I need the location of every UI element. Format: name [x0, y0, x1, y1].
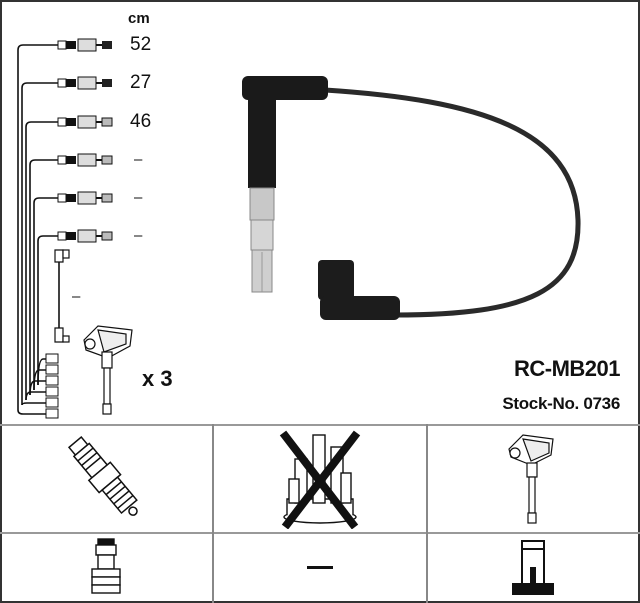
cable-length-6: –	[134, 227, 143, 244]
cell-plug-connector	[0, 534, 212, 601]
not-included-cross-icon	[279, 430, 361, 529]
grid-divider-right	[426, 424, 428, 603]
cable-length-1: 52	[130, 34, 152, 55]
not-applicable-dash	[307, 566, 333, 569]
coil-quantity: x 3	[142, 366, 173, 391]
cell-coil-connector	[428, 534, 638, 601]
cell-distributor-cap	[214, 426, 426, 532]
cable-length-4: –	[134, 151, 143, 168]
ignition-coil-icon	[508, 434, 554, 524]
plug-connector-icon	[91, 537, 121, 594]
cable-schematic	[17, 38, 133, 419]
unit-label: cm	[128, 10, 150, 27]
grid-divider-middle	[0, 532, 640, 534]
product-code: RC-MB201	[513, 356, 621, 381]
cell-spark-plug	[0, 426, 212, 532]
ignition-coil-drawing	[83, 325, 133, 415]
spark-plug-icon	[67, 436, 138, 516]
grid-divider-top	[0, 424, 640, 426]
cable-length-5: –	[134, 189, 143, 206]
cell-ignition-coil	[428, 426, 638, 532]
ignition-cable-photo	[242, 76, 581, 320]
stock-number: Stock-No. 0736	[502, 394, 620, 413]
cable-connectors	[57, 38, 113, 243]
cable-length-3: 46	[130, 111, 152, 132]
grid-divider-left	[212, 424, 214, 603]
coil-cable-length: –	[72, 288, 81, 305]
distributor-cap-icon	[279, 430, 361, 529]
cable-length-2: 27	[130, 72, 152, 93]
cell-none	[214, 534, 426, 601]
coil-connector-icon	[512, 539, 554, 595]
